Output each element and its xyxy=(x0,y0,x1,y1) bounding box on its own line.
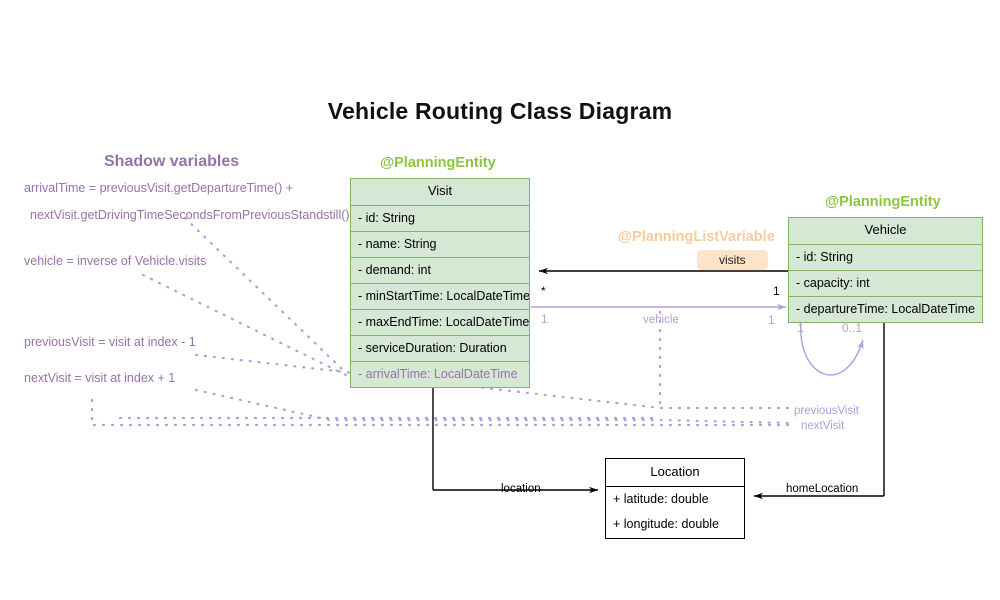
visit-attr-demand: - demand: int xyxy=(351,257,529,283)
visits-annotation: @PlanningListVariable xyxy=(618,229,775,245)
class-box-visit[interactable]: Visit - id: String - name: String - dema… xyxy=(350,178,530,388)
visit-attr-minstarttime: - minStartTime: LocalDateTime xyxy=(351,283,529,309)
visit-attr-id: - id: String xyxy=(351,205,529,231)
visit-attr-name: - name: String xyxy=(351,231,529,257)
visits-mult-target: * xyxy=(541,284,546,298)
vehicle-attr-departuretime: - departureTime: LocalDateTime xyxy=(789,296,982,322)
vehicle-class-name: Vehicle xyxy=(864,222,907,237)
vehicle-attr-capacity: - capacity: int xyxy=(789,270,982,296)
previousvisit-mult: 1 xyxy=(797,321,804,335)
vehicle-relation-label: vehicle xyxy=(643,314,679,326)
shadow-variables-heading: Shadow variables xyxy=(104,153,240,170)
nextvisit-mult: 0..1 xyxy=(842,321,863,335)
edge-location xyxy=(432,385,598,494)
visits-mult-source: 1 xyxy=(773,284,780,298)
vehicle-mult-target: 1 xyxy=(768,313,775,327)
class-box-vehicle[interactable]: Vehicle - id: String - capacity: int - d… xyxy=(788,217,983,323)
visits-label-badge: visits xyxy=(697,250,768,270)
location-attr-latitude: + latitude: double xyxy=(606,486,744,512)
vehicle-annotation: @PlanningEntity xyxy=(825,194,941,210)
nextvisit-label: nextVisit xyxy=(801,420,845,432)
visit-attr-arrivaltime: - arrivalTime: LocalDateTime xyxy=(351,361,529,387)
visit-annotation: @PlanningEntity xyxy=(380,155,496,171)
shadow-note-previousvisit: previousVisit = visit at index - 1 xyxy=(24,335,196,349)
page-title: Vehicle Routing Class Diagram xyxy=(327,98,673,124)
visit-class-name: Visit xyxy=(427,183,453,198)
shadow-note-arrivaltime-2: nextVisit.getDrivingTimeSecondsFromPrevi… xyxy=(30,208,350,222)
visit-attr-serviceduration: - serviceDuration: Duration xyxy=(351,335,529,361)
shadow-note-nextvisit: nextVisit = visit at index + 1 xyxy=(24,371,176,385)
previousvisit-label: previousVisit xyxy=(794,405,859,417)
vehicle-mult-source: 1 xyxy=(541,312,548,326)
shadow-note-vehicle: vehicle = inverse of Vehicle.visits xyxy=(24,254,207,268)
location-attr-longitude: + longitude: double xyxy=(613,517,719,531)
class-box-location[interactable]: Location + latitude: double + longitude:… xyxy=(605,458,745,539)
visit-attr-maxendtime: - maxEndTime: LocalDateTime xyxy=(351,309,529,335)
location-relation-label: location xyxy=(501,483,541,495)
shadow-note-arrivaltime-1: arrivalTime = previousVisit.getDeparture… xyxy=(24,181,294,195)
location-class-name: Location xyxy=(650,464,700,479)
vehicle-attr-id: - id: String xyxy=(789,244,982,270)
homelocation-relation-label: homeLocation xyxy=(786,483,859,495)
